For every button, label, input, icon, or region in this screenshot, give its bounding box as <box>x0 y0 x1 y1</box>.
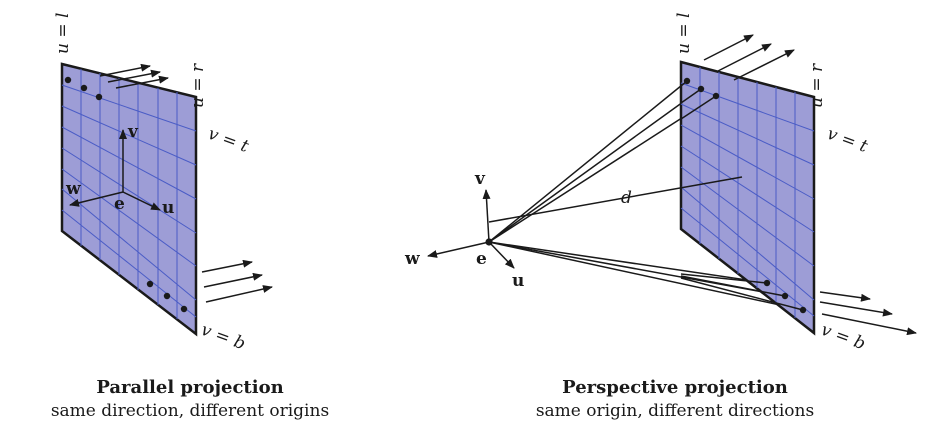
pixel-dot <box>697 85 705 93</box>
label-u-equals-r: u = r <box>188 63 208 108</box>
label-v: v <box>127 122 139 142</box>
perspective-grid <box>680 67 815 318</box>
axis-w-arrow <box>69 191 124 207</box>
axis-w-arrow <box>427 241 490 258</box>
label-e: e <box>114 194 125 214</box>
ray-arrow <box>733 49 795 81</box>
pixel-dot <box>180 305 188 313</box>
parallel-caption: Parallel projection same direction, diff… <box>10 376 370 422</box>
label-w: w <box>65 179 81 199</box>
perspective-title: Perspective projection <box>562 377 788 398</box>
parallel-subtitle: same direction, different origins <box>50 401 330 421</box>
axis-u-arrow <box>488 241 515 269</box>
pixel-dot <box>80 84 88 92</box>
label-w: w <box>404 249 420 269</box>
ray-arrow <box>703 34 754 61</box>
ray-arrow <box>115 75 169 89</box>
perspective-caption: Perspective projection same origin, diff… <box>495 376 855 422</box>
axis-u-arrow <box>122 191 161 211</box>
parallel-grid <box>61 69 197 319</box>
pixel-dot <box>781 292 789 300</box>
label-d: d <box>621 188 632 208</box>
ray-line <box>488 95 717 243</box>
parallel-image-plane <box>60 62 198 337</box>
ray-line <box>488 88 702 243</box>
perspective-rays-front <box>680 80 804 311</box>
ray-line <box>488 241 804 311</box>
parallel-ray-arrows <box>99 63 273 303</box>
ray-arrow <box>819 301 893 317</box>
label-v-equals-b: v = b <box>198 320 248 354</box>
parallel-pixel-dots <box>64 76 188 313</box>
pixel-dot <box>163 292 171 300</box>
label-u-equals-l: u = l <box>53 13 73 54</box>
parallel-title: Parallel projection <box>96 377 284 398</box>
ray-arrow <box>205 285 273 303</box>
parallel-camera-axes <box>69 129 161 211</box>
distance-d-line <box>488 176 743 223</box>
ray-arrow <box>201 259 253 273</box>
pixel-dot <box>799 306 807 314</box>
axis-v-arrow <box>482 189 491 243</box>
pixel-dot <box>146 280 154 288</box>
perspective-camera-axes <box>427 189 515 269</box>
ray-arrow <box>99 63 151 77</box>
pixel-dot <box>683 77 691 85</box>
ray-arrow <box>821 313 917 336</box>
pixel-dot <box>64 76 72 84</box>
parallel-diagram: v u w e u = l u = r v = t v = b <box>53 13 273 354</box>
label-u: u <box>512 271 524 291</box>
ray-arrow <box>203 272 263 288</box>
ray-line <box>488 241 768 284</box>
perspective-diagram: d v u w e u = l u = r v = t v = b <box>404 13 917 354</box>
label-u: u <box>162 198 174 218</box>
perspective-pixel-dots <box>683 77 807 314</box>
eye-point <box>485 238 493 246</box>
perspective-subtitle: same origin, different directions <box>535 401 815 421</box>
ray-arrow <box>819 291 871 302</box>
label-v: v <box>474 169 486 189</box>
pixel-dot <box>712 92 720 100</box>
label-u-equals-r: u = r <box>807 63 827 108</box>
pixel-dot <box>763 279 771 287</box>
label-v-equals-b: v = b <box>818 320 868 354</box>
label-u-equals-l: u = l <box>674 13 694 54</box>
ray-arrow <box>107 69 161 83</box>
label-v-equals-t: v = t <box>824 124 870 157</box>
perspective-image-plane <box>679 60 816 336</box>
label-v-equals-t: v = t <box>205 124 251 157</box>
perspective-ray-arrows <box>703 34 917 336</box>
label-e: e <box>476 249 487 269</box>
pixel-dot <box>95 93 103 101</box>
ray-line <box>488 80 688 243</box>
ray-arrow <box>717 43 772 72</box>
